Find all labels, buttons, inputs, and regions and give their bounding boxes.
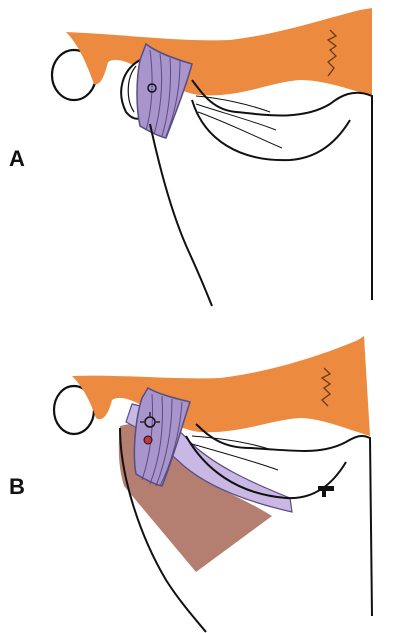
arrow-marker-b	[318, 486, 334, 497]
mandible-outline-a	[192, 80, 372, 300]
temporal-bone-b	[72, 336, 370, 436]
ramus-outline-a	[150, 124, 212, 306]
jaw-joint-illustration-a	[0, 0, 414, 316]
temporal-bone-a	[66, 8, 372, 96]
ligament-lines-a	[196, 96, 282, 148]
panel-b: B	[0, 316, 414, 633]
coronoid-curve-a	[192, 100, 350, 160]
panel-a: A	[0, 0, 414, 316]
displaced-marker-b	[144, 436, 152, 444]
jaw-joint-illustration-b	[0, 316, 414, 633]
